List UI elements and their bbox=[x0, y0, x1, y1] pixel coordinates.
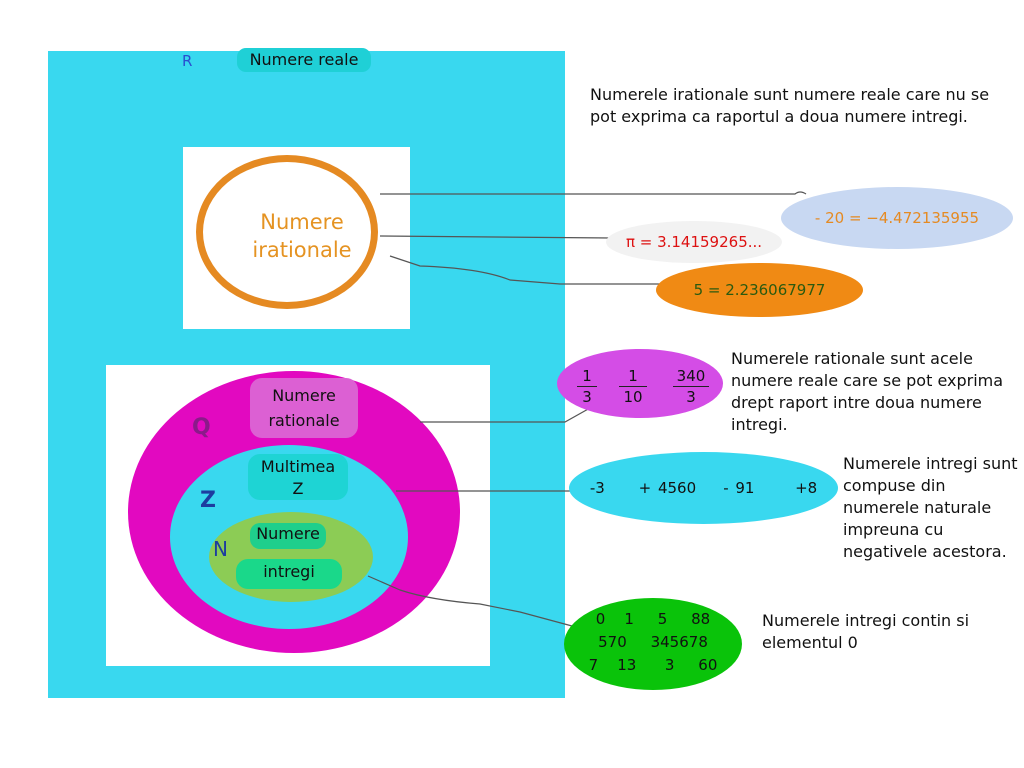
integer-set-letter: Z bbox=[200, 488, 216, 513]
natural-label-line2: intregi bbox=[236, 559, 342, 589]
fraction-denominator: 3 bbox=[686, 388, 696, 406]
rational-note: Numerele rationale sunt acele numere rea… bbox=[731, 349, 1004, 434]
example-fractions: 1 3 1 10 340 3 bbox=[557, 349, 723, 418]
naturals-row: 570 345678 bbox=[598, 633, 708, 651]
integer-set-label: Multimea Z bbox=[248, 454, 348, 500]
integer-label-line1: Multimea bbox=[260, 457, 336, 476]
fraction-numerator: 1 bbox=[619, 366, 647, 387]
rational-label: Numere rationale bbox=[250, 378, 358, 438]
integer-label-line2: Z bbox=[292, 479, 304, 498]
irrational-label: Numere irationale bbox=[222, 208, 382, 264]
fraction: 1 3 bbox=[577, 366, 597, 407]
connector-rational bbox=[420, 407, 591, 423]
fraction-numerator: 340 bbox=[673, 366, 709, 387]
naturals-row: 7 13 3 60 bbox=[588, 656, 718, 674]
naturals-row: 0 1 5 88 bbox=[595, 610, 711, 628]
natural-set-letter: N bbox=[213, 537, 228, 561]
fraction-numerator: 1 bbox=[577, 366, 597, 387]
fraction: 340 3 bbox=[673, 366, 709, 407]
fraction-denominator: 10 bbox=[623, 388, 643, 406]
example-pi: π = 3.14159265... bbox=[606, 221, 782, 263]
example-integers: -3 + 4560 - 91 +8 bbox=[569, 452, 838, 524]
integer-note: Numerele intregi sunt compuse din numere… bbox=[843, 454, 1018, 561]
example-sqrt5: 5 = 2.236067977 bbox=[656, 263, 863, 317]
connector-pi bbox=[379, 235, 613, 239]
real-numbers-label: Numere reale bbox=[237, 48, 371, 72]
real-set-letter: R bbox=[182, 52, 193, 70]
rational-label-line2: rationale bbox=[268, 411, 340, 430]
connector-sqrt20 bbox=[380, 191, 807, 195]
rational-label-line1: Numere bbox=[272, 386, 336, 405]
irrational-label-line1: Numere bbox=[260, 210, 344, 234]
example-sqrt20: - 20 = −4.472135955 bbox=[781, 187, 1013, 249]
example-naturals: 0 1 5 88 570 345678 7 13 3 60 bbox=[564, 598, 742, 690]
fraction: 1 10 bbox=[619, 366, 647, 407]
natural-label-line1: Numere bbox=[250, 523, 326, 549]
rational-set-letter: Q bbox=[192, 415, 211, 440]
irrational-label-line2: irationale bbox=[252, 238, 352, 262]
connector-naturals bbox=[367, 575, 573, 627]
fraction-denominator: 3 bbox=[582, 388, 592, 406]
connector-sqrt5 bbox=[389, 255, 660, 285]
irrational-ring bbox=[196, 155, 378, 309]
irrational-note: Numerele irationale sunt numere reale ca… bbox=[590, 85, 990, 126]
natural-zero-note: Numerele intregi contin si elementul 0 bbox=[762, 611, 970, 652]
